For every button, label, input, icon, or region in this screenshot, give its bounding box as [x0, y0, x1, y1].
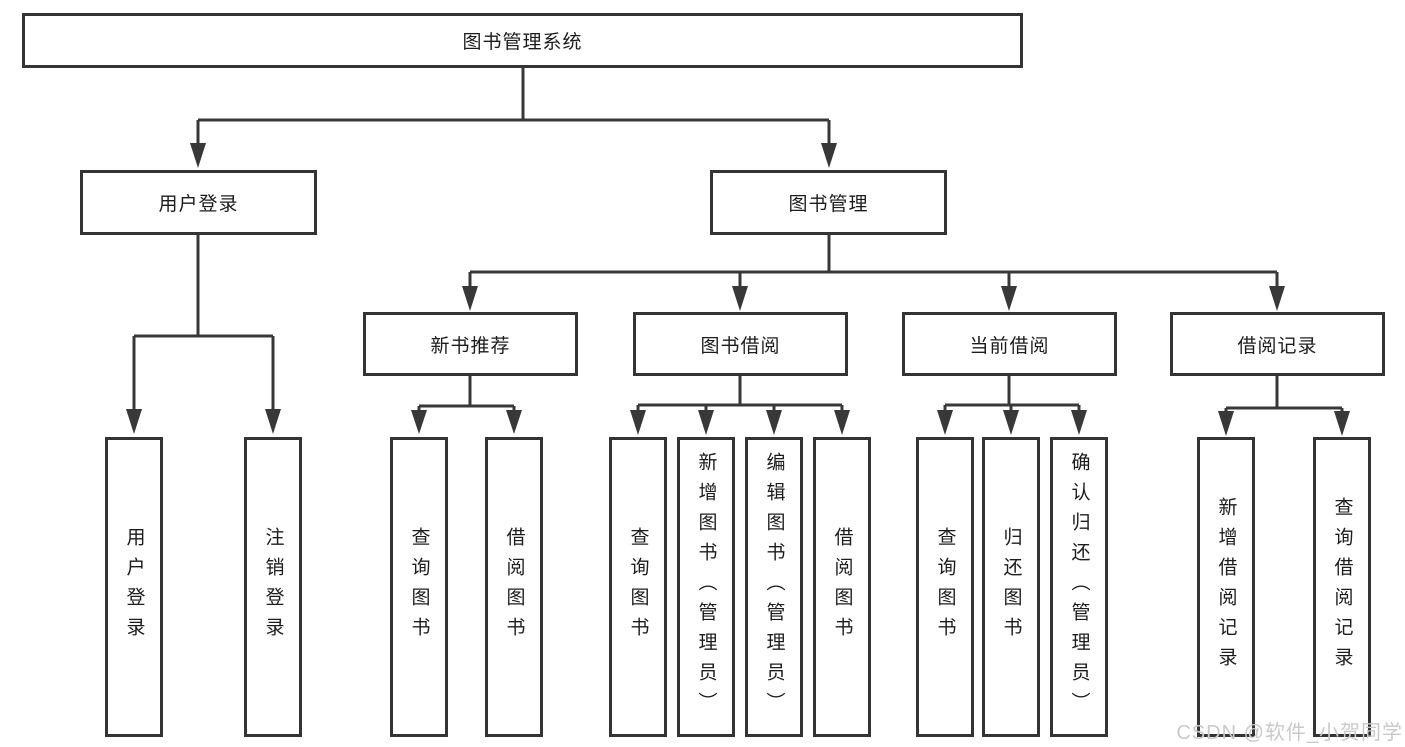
leaf-records-add: 新增借阅记录: [1197, 437, 1255, 737]
connector-records: [1224, 376, 1344, 415]
arrowhead: [1003, 410, 1019, 435]
leaf-newbook-borrow-label: 借阅图书: [503, 527, 525, 647]
leaf-user-login: 用户登录: [105, 437, 163, 737]
arrowhead: [506, 410, 522, 434]
leaf-borrow-borrow-label: 借阅图书: [831, 527, 853, 647]
leaf-newbook-query-label: 查询图书: [408, 527, 430, 647]
node-borrow-records: 借阅记录: [1170, 312, 1385, 376]
leaf-current-confirm-return-admin-label: 确认归还（管理员）: [1068, 452, 1090, 722]
connector-new-book: [417, 376, 516, 414]
node-user-login: 用户登录: [80, 170, 317, 235]
arrowhead: [766, 410, 782, 435]
arrowhead: [630, 410, 646, 435]
node-current-borrow-label: 当前借阅: [969, 335, 1050, 357]
node-new-book-recommend: 新书推荐: [363, 312, 578, 376]
arrowhead: [462, 286, 478, 311]
node-new-book-recommend-label: 新书推荐: [430, 335, 511, 357]
node-current-borrow: 当前借阅: [902, 312, 1117, 376]
leaf-records-query: 查询借阅记录: [1313, 437, 1371, 737]
connector-borrow: [636, 376, 844, 414]
leaf-borrow-edit-admin-label: 编辑图书（管理员）: [763, 452, 785, 722]
connector-user-login: [132, 235, 275, 412]
leaf-logout-label: 注销登录: [262, 527, 284, 647]
leaf-newbook-borrow: 借阅图书: [485, 437, 543, 737]
arrowhead: [834, 410, 850, 435]
node-root-label: 图书管理系统: [462, 32, 583, 53]
arrowhead: [821, 143, 837, 168]
leaf-borrow-add-admin-label: 新增图书（管理员）: [695, 452, 717, 722]
arrowhead: [732, 286, 748, 311]
node-book-borrow-label: 图书借阅: [700, 335, 781, 357]
arrowhead: [698, 410, 714, 435]
connector-root: [196, 68, 831, 146]
node-root: 图书管理系统: [22, 13, 1023, 68]
arrowhead: [937, 410, 953, 435]
arrowhead: [1334, 411, 1350, 436]
arrowhead: [190, 143, 206, 168]
watermark-text: CSDN @软件_小贺同学: [1176, 722, 1403, 744]
leaf-current-return: 归还图书: [982, 437, 1040, 737]
arrowhead: [1218, 411, 1234, 436]
leaf-user-login-label: 用户登录: [123, 527, 145, 647]
leaf-borrow-query-label: 查询图书: [627, 527, 649, 647]
node-book-management-label: 图书管理: [788, 194, 869, 215]
node-user-login-label: 用户登录: [158, 194, 239, 215]
leaf-logout: 注销登录: [244, 437, 302, 737]
leaf-current-return-label: 归还图书: [1000, 527, 1022, 647]
node-book-management: 图书管理: [710, 170, 947, 235]
node-borrow-records-label: 借阅记录: [1237, 335, 1318, 357]
leaf-records-add-label: 新增借阅记录: [1215, 497, 1237, 677]
node-book-borrow: 图书借阅: [633, 312, 848, 376]
leaf-newbook-query: 查询图书: [390, 437, 448, 737]
arrowhead: [265, 409, 281, 434]
connector-book-management: [468, 235, 1279, 289]
leaf-borrow-borrow: 借阅图书: [813, 437, 871, 737]
arrowheads: [126, 143, 1350, 436]
arrowhead: [411, 410, 427, 434]
leaf-borrow-add-admin: 新增图书（管理员）: [677, 437, 735, 737]
leaf-borrow-query: 查询图书: [609, 437, 667, 737]
arrowhead: [1001, 286, 1017, 311]
arrowhead: [1269, 286, 1285, 311]
connector-current: [943, 376, 1081, 414]
leaf-current-query: 查询图书: [916, 437, 974, 737]
leaf-records-query-label: 查询借阅记录: [1331, 497, 1353, 677]
arrowhead: [126, 409, 142, 434]
leaf-borrow-edit-admin: 编辑图书（管理员）: [745, 437, 803, 737]
leaf-current-query-label: 查询图书: [934, 527, 956, 647]
arrowhead: [1071, 410, 1087, 435]
leaf-current-confirm-return-admin: 确认归还（管理员）: [1050, 437, 1108, 737]
